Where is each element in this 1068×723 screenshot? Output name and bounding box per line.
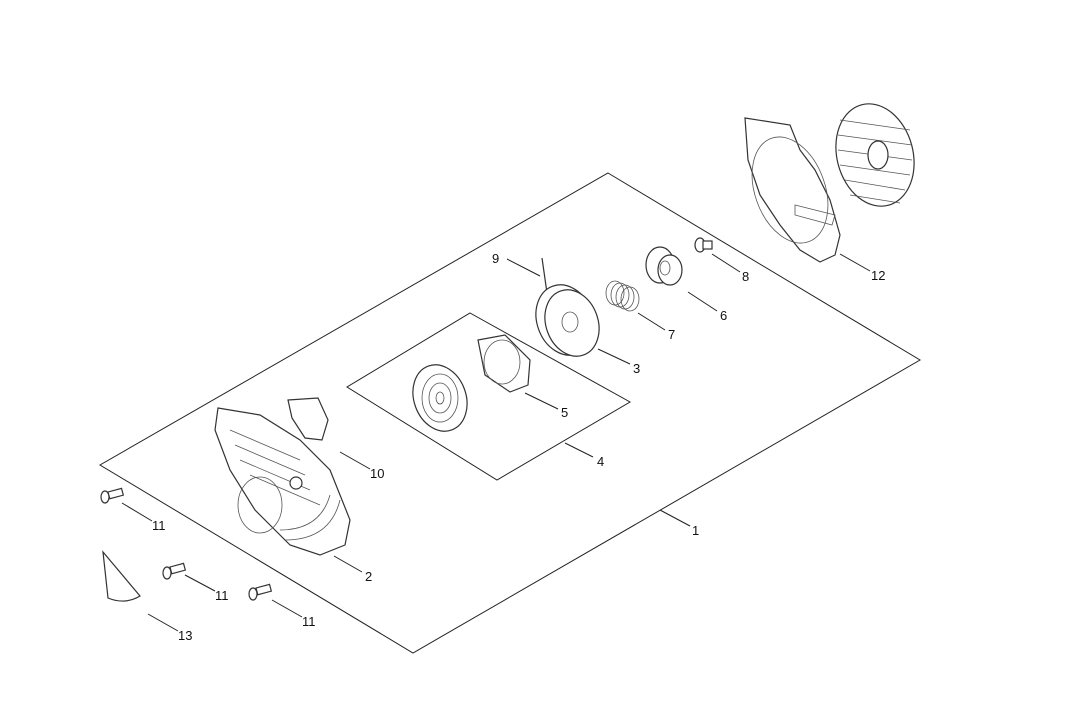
callout-11c: 11 [302,614,316,629]
label-part-13 [102,550,141,602]
spring-case-part-5 [477,334,531,393]
callout-10: 10 [370,466,384,481]
starter-cover-part-2 [214,407,351,556]
assembly-1-outline [99,172,921,654]
callout-11a: 11 [152,518,166,533]
reel-part-3 [535,257,600,357]
callout-8: 8 [742,269,749,284]
starter-handle-part-10 [287,397,329,441]
callout-12: 12 [871,268,885,283]
callout-5: 5 [561,405,568,420]
callout-4: 4 [597,454,604,469]
callout-1: 1 [692,523,699,538]
hub-part-6 [645,246,683,286]
callout-3: 3 [633,361,640,376]
leader-lines [121,253,871,632]
callout-6: 6 [720,308,727,323]
screw-part-11c [248,583,273,601]
callout-9: 9 [492,251,499,266]
spiral-spring-part [412,364,468,432]
assembly-4-outline [346,312,632,481]
fan-cover-part-12 [744,117,841,263]
callout-7: 7 [668,327,675,342]
flywheel-part [835,103,915,207]
callout-11b: 11 [215,588,229,603]
screw-part-11b [162,562,187,580]
callout-2: 2 [365,569,372,584]
spring-part-7 [605,280,640,312]
bolt-part-8 [694,237,713,253]
callout-13: 13 [178,628,192,643]
screw-part-11a [100,487,125,504]
